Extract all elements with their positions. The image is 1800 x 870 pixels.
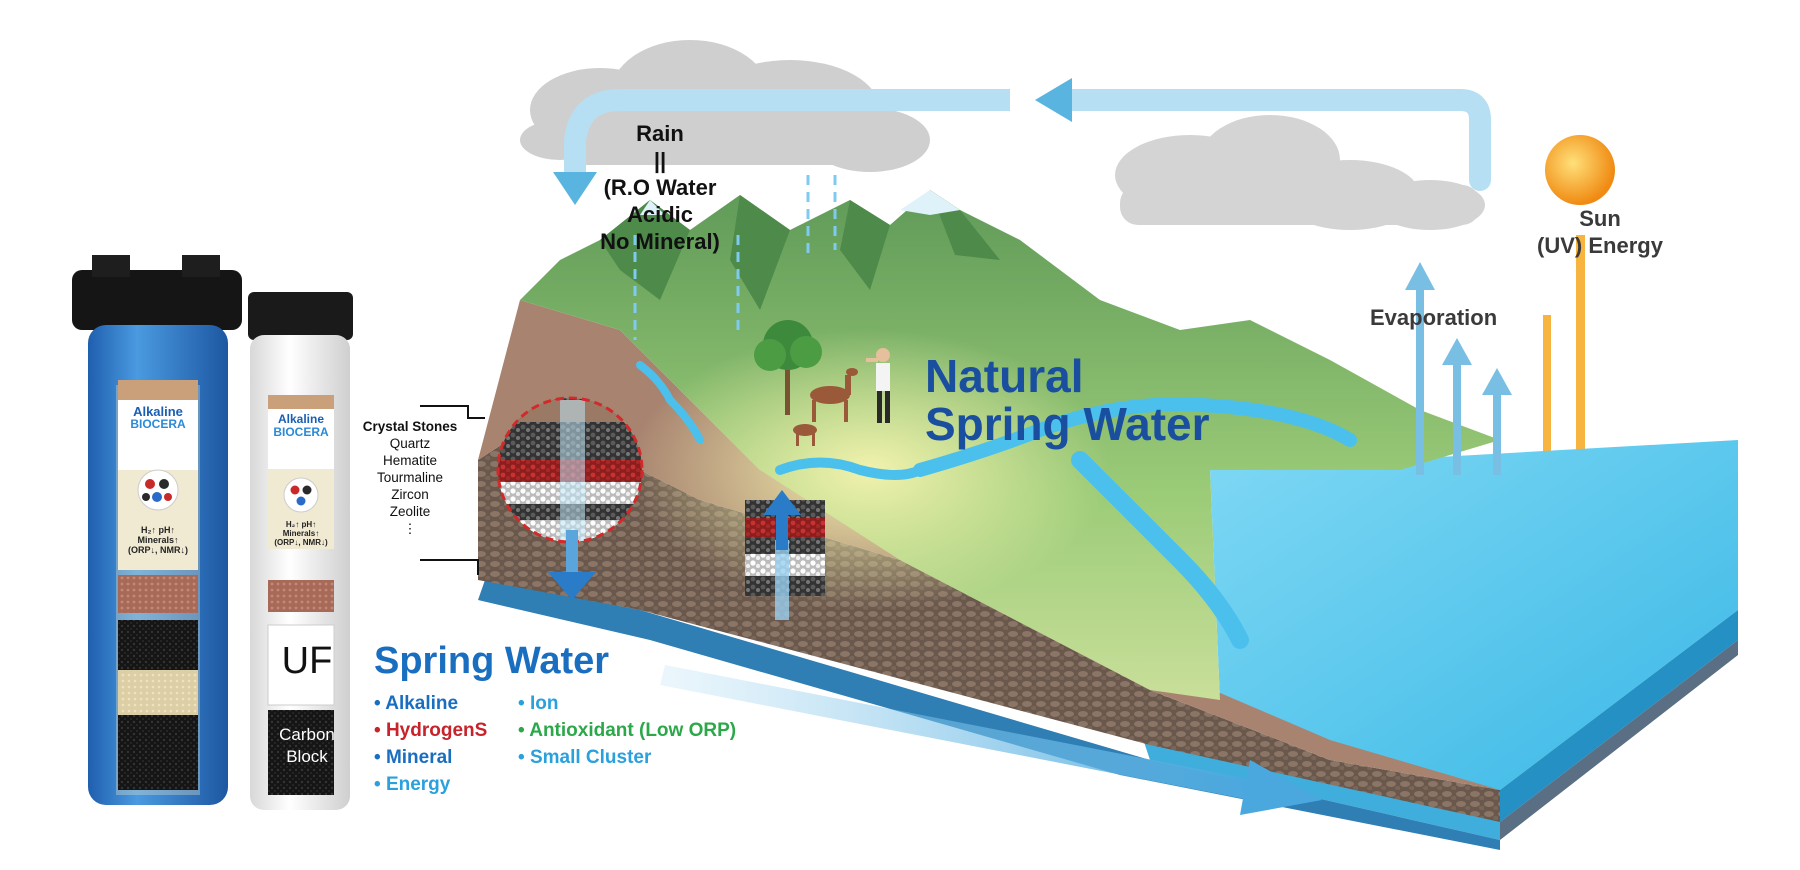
rain-label: Rain || (R.O Water Acidic No Mineral)	[560, 120, 760, 255]
blue-filter-brand-2: BIOCERA	[130, 417, 186, 431]
tree-icon	[754, 320, 822, 415]
crystal-stones-title: Crystal Stones	[362, 419, 458, 434]
benefit-hydrogen: • HydrogenS	[374, 720, 488, 741]
sun-title: Sun	[1579, 206, 1621, 231]
blue-filter-molecule-icon	[137, 469, 179, 511]
crystal-item-zircon: Zircon	[391, 487, 429, 502]
benefit-mineral: • Mineral	[374, 747, 453, 768]
blue-filter-brand: Alkaline BIOCERA	[118, 405, 198, 431]
benefit-small-cluster: • Small Cluster	[518, 747, 652, 768]
crystal-item-quartz: Quartz	[389, 436, 431, 451]
rain-drops	[633, 175, 837, 340]
white-filter-brand-1: Alkaline	[277, 412, 325, 426]
natural-spring-water-title: Natural Spring Water	[925, 352, 1210, 448]
spring-water-title: Spring Water	[374, 640, 610, 682]
uf-label: UF	[281, 640, 333, 682]
blue-filter-cartridge	[118, 380, 198, 790]
carbon-label-1: Carbon	[279, 725, 335, 744]
sun-uv-energy: (UV) Energy	[1537, 233, 1663, 258]
blue-filter-label-1: H₂↑ pH↑	[141, 525, 175, 535]
rain-no-mineral: No Mineral)	[600, 229, 720, 254]
carbon-block-label: Carbon Block	[262, 724, 352, 768]
crystal-stones-bracket	[420, 405, 485, 575]
carbon-label-2: Block	[286, 747, 328, 766]
rain-cloud	[520, 40, 930, 172]
white-filter-brand-2: BIOCERA	[273, 425, 329, 439]
ocean-block	[1140, 440, 1738, 840]
sun-icon	[1545, 135, 1615, 205]
benefit-energy: • Energy	[374, 774, 451, 795]
crystal-item-zeolite: Zeolite	[389, 504, 431, 519]
evaporation-arrows	[1405, 262, 1512, 475]
rain-equals: ||	[653, 148, 667, 173]
white-filter-label-3: (ORP↓, NMR↓)	[274, 538, 328, 547]
crystal-item-hematite: Hematite	[382, 453, 438, 468]
crystal-stones-list: Crystal Stones Quartz Hematite Tourmalin…	[350, 418, 470, 537]
crystal-stone-magnifier	[496, 396, 644, 600]
crystal-more: ⋮	[403, 521, 417, 536]
deer-icon	[793, 368, 858, 446]
spring-benefits-right: • Ion • Antioxidant (Low ORP) • Small Cl…	[518, 690, 736, 771]
blue-filter-label-2: Minerals↑	[137, 535, 179, 545]
sun-label: Sun (UV) Energy	[1500, 205, 1700, 259]
blue-filter-label: H₂↑ pH↑ Minerals↑ (ORP↓, NMR↓)	[118, 525, 198, 555]
rain-title: Rain	[636, 121, 684, 146]
spring-benefits-left: • Alkaline • HydrogenS • Mineral • Energ…	[374, 690, 487, 798]
spring-column	[745, 490, 825, 620]
blue-filter-brand-1: Alkaline	[133, 404, 183, 419]
white-filter-label-2: Minerals↑	[282, 529, 320, 538]
white-filter-label-1: H₂↑ pH↑	[285, 520, 317, 529]
natural-line1: Natural	[925, 350, 1084, 402]
rain-acidic: Acidic	[626, 202, 694, 227]
white-filter-brand: Alkaline BIOCERA	[268, 413, 334, 439]
crystal-item-tourmaline: Tourmaline	[376, 470, 444, 485]
blue-filter-label-3: (ORP↓, NMR↓)	[128, 545, 188, 555]
flow-arrow-bottom	[660, 665, 1322, 815]
white-filter-molecule-icon	[283, 477, 319, 513]
person-icon	[866, 348, 890, 423]
evaporation-cloud	[1115, 115, 1485, 230]
cycle-arrow-top	[553, 78, 1491, 205]
river	[636, 361, 1357, 649]
white-filter-cartridge	[267, 395, 335, 795]
white-filter-label: H₂↑ pH↑ Minerals↑ (ORP↓, NMR↓)	[268, 520, 334, 547]
benefit-ion: • Ion	[518, 693, 559, 714]
benefit-alkaline: • Alkaline	[374, 693, 459, 714]
evaporation-label: Evaporation	[1370, 305, 1498, 330]
natural-line2: Spring Water	[925, 398, 1210, 450]
rain-ro-water: (R.O Water	[603, 175, 717, 200]
benefit-antioxidant: • Antioxidant (Low ORP)	[518, 720, 737, 741]
